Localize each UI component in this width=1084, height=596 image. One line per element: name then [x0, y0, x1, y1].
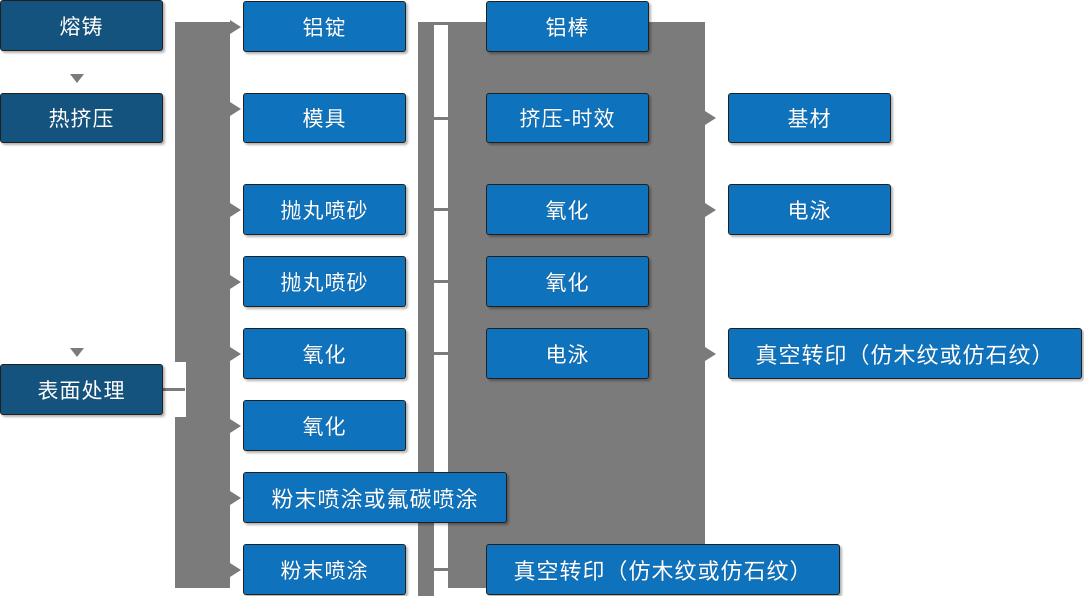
arrow-to-c2-ingot [230, 20, 241, 34]
connector-tick-middle-5 [434, 352, 448, 355]
arrow-to-c2-shotblast-1 [230, 203, 241, 217]
label-c2-oxidation-1: 氧化 [302, 343, 347, 367]
label-c3-oxidation-2: 氧化 [545, 271, 590, 295]
connector-stub-surface [163, 388, 185, 391]
label-c2-powder-fluor: 粉末喷涂或氟碳喷涂 [271, 486, 479, 512]
process-box-c3-oxidation-2[interactable]: 氧化 [486, 256, 649, 307]
label-c4-substrate: 基材 [787, 108, 832, 131]
connector-tick-middle-4 [434, 280, 448, 283]
arrow-extrusion-to-surface [70, 348, 84, 357]
label-c4-vacuum: 真空转印（仿木纹或仿石纹） [755, 342, 1055, 368]
arrow-to-c4-substrate [705, 111, 716, 125]
arrow-to-c2-shotblast-2 [230, 275, 241, 289]
arrow-to-c2-powder [230, 563, 241, 577]
label-c3-oxidation-1: 氧化 [545, 199, 590, 223]
process-box-c2-powder-fluor[interactable]: 粉末喷涂或氟碳喷涂 [243, 472, 507, 523]
arrow-to-c2-oxidation-2 [230, 419, 241, 433]
connector-bracket-middle [434, 22, 448, 25]
label-c2-ingot: 铝锭 [302, 16, 347, 40]
stage-box-surface[interactable]: 表面处理 [0, 364, 163, 415]
process-box-c3-oxidation-1[interactable]: 氧化 [486, 184, 649, 235]
process-box-c4-substrate[interactable]: 基材 [728, 93, 891, 143]
connector-spine-middle-narrow [418, 22, 434, 510]
connector-tick-middle-3 [434, 208, 448, 211]
arrow-to-c2-mould [230, 102, 241, 116]
label-c3-bar: 铝棒 [545, 16, 590, 40]
arrow-to-c2-powder-fluor [230, 491, 241, 505]
process-box-c3-extrude[interactable]: 挤压-时效 [486, 93, 649, 143]
stage-label-melting: 熔铸 [59, 15, 104, 39]
arrow-to-c4-electro [705, 203, 716, 217]
process-box-c2-shotblast-1[interactable]: 抛丸喷砂 [243, 184, 406, 235]
connector-spine-middle-narrow-lower [418, 520, 434, 596]
process-box-c4-electro[interactable]: 电泳 [728, 184, 891, 235]
label-c3-electro: 电泳 [545, 343, 590, 367]
label-c3-extrude: 挤压-时效 [519, 108, 616, 131]
arrow-melting-to-extrusion [70, 74, 84, 83]
process-box-c2-mould[interactable]: 模具 [243, 93, 406, 143]
arrow-to-c4-vacuum [705, 347, 716, 361]
label-c2-shotblast-2: 抛丸喷砂 [280, 271, 369, 295]
connector-spine-left [175, 22, 230, 588]
label-c2-powder: 粉末喷涂 [280, 559, 369, 583]
process-box-c2-shotblast-2[interactable]: 抛丸喷砂 [243, 256, 406, 307]
stage-box-melting[interactable]: 熔铸 [0, 0, 163, 51]
arrow-to-c2-oxidation-1 [230, 347, 241, 361]
process-box-c2-oxidation-2[interactable]: 氧化 [243, 400, 406, 451]
process-box-c4-vacuum[interactable]: 真空转印（仿木纹或仿石纹） [728, 328, 1082, 379]
stage-box-extrusion[interactable]: 热挤压 [0, 93, 163, 143]
stage-label-extrusion: 热挤压 [48, 108, 115, 131]
label-c4-electro: 电泳 [787, 199, 832, 223]
connector-tick-middle-2 [434, 117, 448, 120]
label-c2-shotblast-1: 抛丸喷砂 [280, 199, 369, 223]
process-box-c3-vacuum[interactable]: 真空转印（仿木纹或仿石纹） [486, 544, 840, 595]
process-box-c2-oxidation-1[interactable]: 氧化 [243, 328, 406, 379]
process-box-c3-bar[interactable]: 铝棒 [486, 1, 649, 52]
process-box-c3-electro[interactable]: 电泳 [486, 328, 649, 379]
stage-label-surface: 表面处理 [37, 379, 126, 403]
process-box-c2-ingot[interactable]: 铝锭 [243, 1, 406, 52]
process-box-c2-powder[interactable]: 粉末喷涂 [243, 544, 406, 595]
connector-tick-middle-6 [434, 568, 448, 571]
label-c2-oxidation-2: 氧化 [302, 415, 347, 439]
label-c3-vacuum: 真空转印（仿木纹或仿石纹） [513, 558, 813, 584]
label-c2-mould: 模具 [302, 108, 347, 131]
